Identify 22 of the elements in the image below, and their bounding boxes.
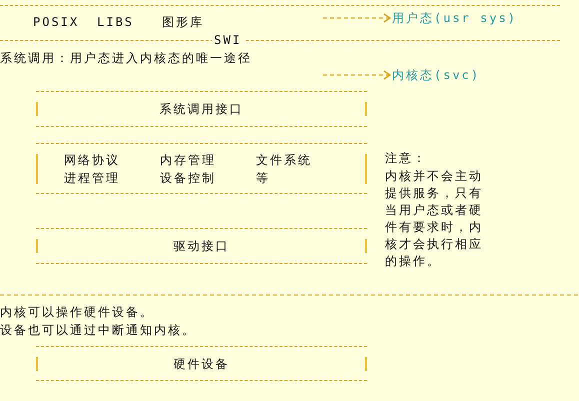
- component-label: 内存管理: [160, 152, 216, 168]
- component-label: 等: [256, 170, 270, 186]
- note-text: 内核并不会主动提供服务，只有当用户态或者硬件有要求时，内核才会执行相应的操作。: [385, 168, 484, 270]
- note-heading: 注意：: [385, 150, 427, 166]
- layer-box: [36, 143, 367, 194]
- library-label: POSIX: [33, 14, 80, 30]
- caption-text: 内核可以操作硬件设备。: [0, 304, 154, 320]
- arrow: [323, 70, 391, 80]
- library-label: LIBS: [97, 14, 134, 30]
- component-label: 驱动接口: [172, 238, 230, 254]
- component-label: 系统调用接口: [158, 101, 244, 117]
- caption-text: 系统调用：用户态进入内核态的唯一途径: [0, 50, 252, 66]
- library-label: 图形库: [162, 14, 204, 30]
- component-label: 网络协议: [64, 152, 120, 168]
- component-label: 设备控制: [160, 170, 216, 186]
- arrow: [323, 13, 391, 23]
- state-label: 用户态(usr sys): [392, 9, 517, 27]
- component-label: 文件系统: [256, 152, 312, 168]
- component-label: 硬件设备: [172, 356, 230, 372]
- component-label: 进程管理: [64, 170, 120, 186]
- caption-text: 设备也可以通过中断通知内核。: [0, 322, 196, 338]
- state-label: 内核态(svc): [392, 66, 492, 84]
